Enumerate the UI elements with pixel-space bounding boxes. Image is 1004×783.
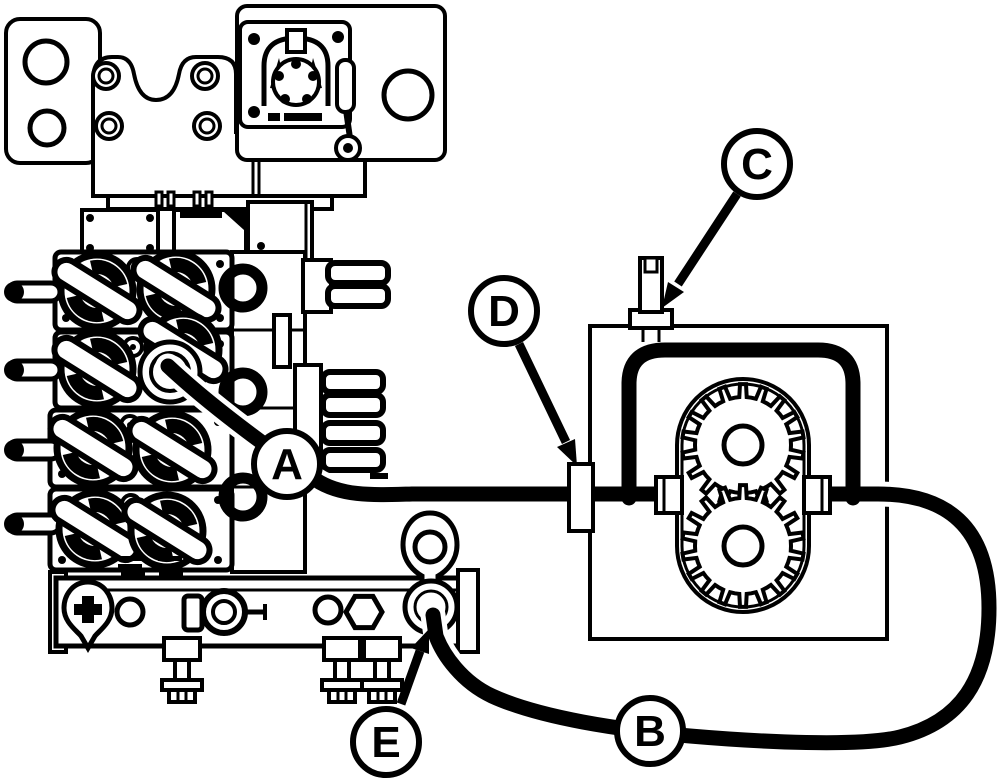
callout-e-arrow xyxy=(396,649,425,706)
manifold-fitting xyxy=(181,593,205,633)
bracket-hole xyxy=(22,38,70,86)
valve-connector-fin xyxy=(328,286,388,306)
manifold-bolt xyxy=(360,636,404,704)
electrical-connector-plate xyxy=(238,20,362,162)
callout-e: E xyxy=(350,706,422,778)
hoses xyxy=(155,337,1002,756)
pump-inlet-port xyxy=(654,475,684,515)
callout-c-arrow xyxy=(674,191,741,287)
callout-d-label: D xyxy=(488,287,520,336)
valve-connector-fin xyxy=(323,395,383,415)
valve-connector-fin xyxy=(323,450,383,470)
bracket-hole xyxy=(381,68,435,122)
callout-c: C xyxy=(721,128,793,200)
part-stamp-mark xyxy=(268,113,280,121)
manifold-bolt xyxy=(320,636,364,704)
callout-arrows xyxy=(396,191,741,706)
callouts: A B C D E xyxy=(251,128,793,778)
manifold-port xyxy=(312,594,344,626)
part-stamp-mark xyxy=(284,113,322,121)
callout-d-arrow xyxy=(514,342,571,444)
valve-connector-fin xyxy=(323,423,383,443)
bracket-bolt-holes xyxy=(91,61,222,141)
hose-b-return-line xyxy=(425,486,997,751)
callout-a-label: A xyxy=(271,440,303,489)
manifold-port xyxy=(114,596,146,628)
fitting-d xyxy=(567,462,595,533)
control-valve-stack xyxy=(4,252,388,585)
callout-b-label: B xyxy=(634,707,666,756)
manifold-bolt xyxy=(160,636,204,704)
connector-pin-capsule xyxy=(335,58,356,114)
manifold-hex-plug xyxy=(343,593,385,631)
outlet-manifold xyxy=(48,510,480,704)
valve-spool-pin xyxy=(4,440,60,460)
valve-connector-fin xyxy=(328,263,388,283)
callout-a: A xyxy=(251,428,323,500)
valve-spool-pin xyxy=(4,282,60,302)
mounting-bracket xyxy=(4,4,447,202)
callout-b: B xyxy=(614,695,686,767)
callout-c-label: C xyxy=(741,140,773,189)
bracket-hole xyxy=(27,108,67,148)
pump-internal-loop-line xyxy=(621,342,861,506)
valve-spool-pin xyxy=(4,360,60,380)
manifold-stem-port xyxy=(200,588,248,636)
fitting-c xyxy=(628,256,674,342)
valve-connector-fin xyxy=(323,372,383,392)
callout-d: D xyxy=(468,275,540,347)
pump-outlet-port xyxy=(802,475,832,515)
callout-e-label: E xyxy=(371,718,400,767)
